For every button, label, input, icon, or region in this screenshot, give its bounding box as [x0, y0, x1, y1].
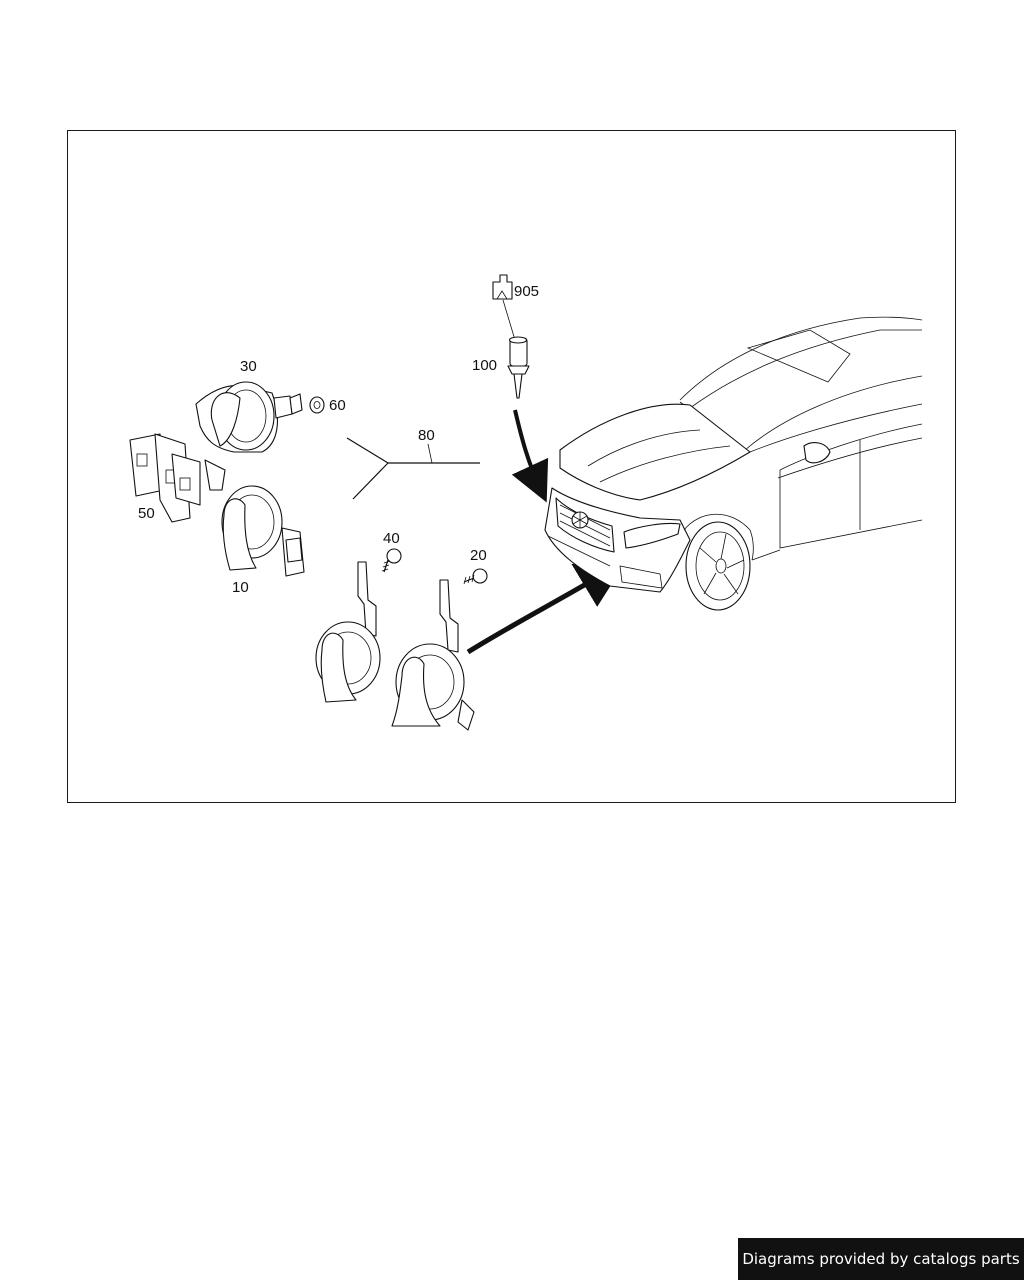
horn-lower-left: [315, 561, 381, 703]
footer-credit: Diagrams provided by catalogs parts: [738, 1238, 1024, 1280]
bracket-50: [129, 433, 226, 523]
callout-60: 60: [329, 397, 346, 414]
horn-10: [221, 485, 305, 577]
bolt-40: [381, 548, 402, 573]
callout-50: 50: [138, 505, 155, 522]
horn-lower-right: [391, 579, 475, 731]
connector-905: [492, 274, 516, 341]
cable-harness-80: [346, 437, 480, 500]
callout-20: 20: [470, 547, 487, 564]
callout-100: 100: [472, 357, 497, 374]
callout-40: 40: [383, 530, 400, 547]
bolt-20: [463, 568, 488, 585]
callout-905: 905: [514, 283, 539, 300]
vehicle-outline: [544, 316, 923, 611]
callout-80: 80: [418, 427, 435, 444]
callout-30: 30: [240, 358, 257, 375]
nut-60: [309, 396, 325, 414]
horn-30: [195, 381, 303, 453]
location-arrow-sensor: [511, 409, 549, 503]
callout-10: 10: [232, 579, 249, 596]
sensor-100: [507, 336, 530, 399]
location-arrow-horn: [466, 559, 628, 655]
